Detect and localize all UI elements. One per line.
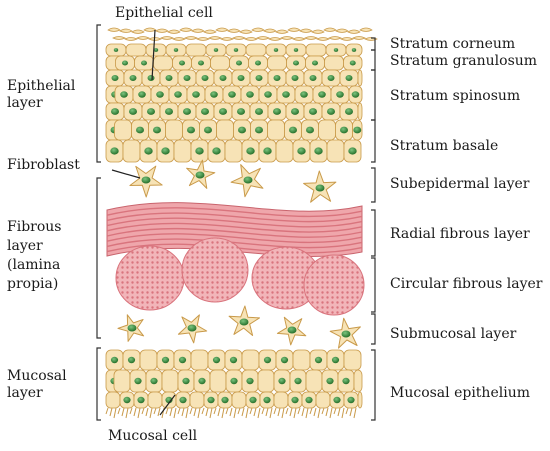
mucosal-cells bbox=[105, 349, 363, 409]
subepidermal-layer-label: Subepidermal layer bbox=[390, 176, 530, 192]
fibroblasts-submucosal bbox=[117, 305, 361, 349]
epithelial-cells bbox=[105, 43, 363, 163]
stratum-corneum-layer bbox=[107, 27, 378, 41]
stratum-granulosum-label: Stratum granulosum bbox=[390, 53, 538, 69]
leader-lines bbox=[111, 29, 176, 416]
mucosal-cell-label: Mucosal cell bbox=[108, 428, 198, 444]
right-brackets bbox=[371, 37, 376, 421]
circular-fibrous-bundles bbox=[115, 237, 365, 316]
submucosal-layer-label: Submucosal layer bbox=[390, 326, 517, 342]
stratum-corneum-label: Stratum corneum bbox=[390, 36, 516, 52]
stratum-spinosum-label: Stratum spinosum bbox=[390, 88, 521, 104]
fibroblasts-subepidermal bbox=[129, 159, 337, 203]
circular-fibrous-layer-label: Circular fibrous layer bbox=[390, 276, 543, 292]
fibroblast-label: Fibroblast bbox=[7, 157, 80, 173]
epithelial-cell-label: Epithelial cell bbox=[115, 5, 213, 21]
stratum-basale-label: Stratum basale bbox=[390, 138, 499, 154]
cilia bbox=[105, 407, 357, 419]
left-brackets bbox=[96, 24, 101, 421]
radial-fibrous-layer-label: Radial fibrous layer bbox=[390, 226, 530, 242]
mucosal-epithelium-label: Mucosal epithelium bbox=[390, 385, 530, 401]
